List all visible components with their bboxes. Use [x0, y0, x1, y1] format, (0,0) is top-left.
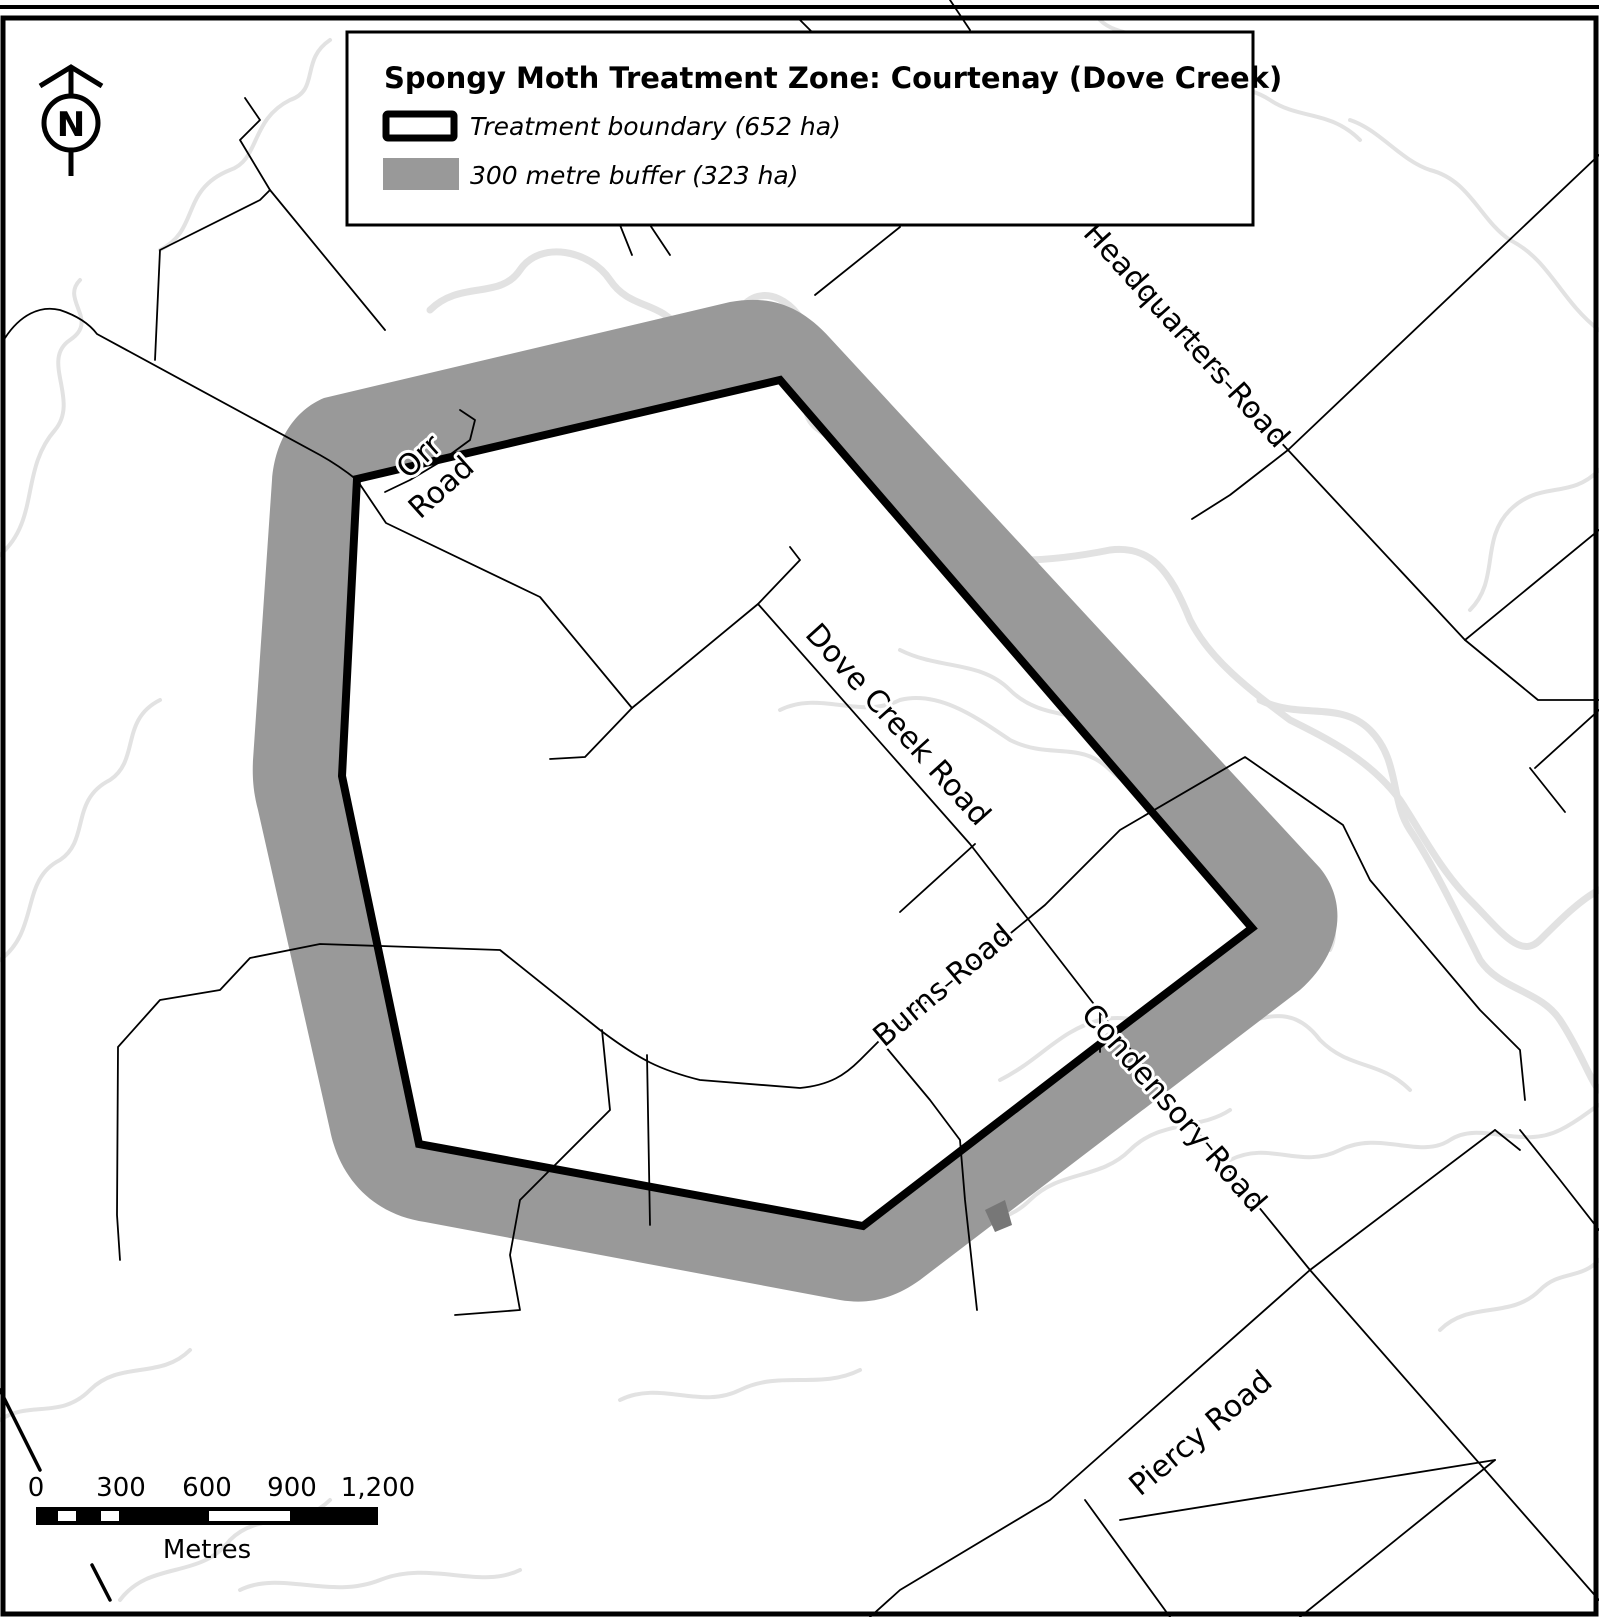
road-line [899, 843, 976, 913]
road-line [1084, 1499, 1171, 1617]
creek-line [1438, 1258, 1599, 1332]
road-line [1519, 1129, 1599, 1231]
road-line [1299, 1459, 1496, 1617]
creek-line [1256, 696, 1599, 1094]
legend-swatch-buffer [383, 158, 459, 190]
scale-tick-label: 1,200 [341, 1473, 415, 1503]
scale-tick-label: 900 [267, 1473, 317, 1503]
scale-bar-segment [58, 1511, 76, 1521]
scale-tick-label: 600 [182, 1473, 232, 1503]
treatment-boundary [337, 375, 1258, 1231]
creek-line [1348, 118, 1599, 332]
road-line [646, 1054, 651, 1226]
road-line [814, 226, 901, 296]
road-line [454, 1029, 611, 1316]
road-line [90, 1563, 112, 1602]
north-arrow-head [38, 64, 104, 89]
buffer-zone [252, 299, 1338, 1302]
road-line [1529, 767, 1566, 813]
legend: Spongy Moth Treatment Zone: Courtenay (D… [345, 30, 1282, 227]
legend-label-boundary: Treatment boundary (652 ha) [470, 112, 841, 141]
road-line [1309, 1129, 1496, 1271]
road-line [1464, 529, 1599, 641]
road-line [0, 1388, 42, 1472]
creek-line [0, 1348, 192, 1422]
road-line [879, 1039, 978, 1311]
map-frame-top-rule [0, 5, 1599, 9]
road-line [116, 943, 881, 1261]
map-frame-border [0, 15, 1599, 1617]
road-line [239, 97, 271, 191]
legend-title: Spongy Moth Treatment Zone: Courtenay (D… [384, 61, 1282, 95]
road-line [1287, 154, 1599, 451]
creek-line [1228, 1103, 1599, 1162]
road-line [619, 224, 633, 256]
scale-tick-label: 0 [28, 1473, 45, 1503]
road-line [879, 756, 1526, 1101]
creek-line [238, 1568, 522, 1592]
road-line [269, 189, 386, 331]
scale-tick-label: 300 [96, 1473, 146, 1503]
scale-unit-label: Metres [163, 1535, 251, 1565]
creek-line [0, 278, 84, 557]
creek-line [1468, 468, 1599, 612]
road-line [631, 546, 801, 709]
legend-box [345, 30, 1255, 227]
road-line [1494, 1129, 1521, 1151]
parcel-shape [985, 1200, 1012, 1232]
legend-label-buffer: 300 metre buffer (323 ha) [470, 161, 799, 190]
road-line [1191, 449, 1289, 520]
scale-bar-segment [101, 1511, 119, 1521]
scale-bar: 0 300 600 900 1,200 Metres [28, 1473, 415, 1565]
map-frame [0, 5, 1599, 1617]
scale-bar-segment [209, 1511, 290, 1521]
road-line [649, 224, 671, 256]
north-arrow-circle [41, 93, 101, 153]
legend-swatch-boundary [382, 110, 458, 142]
road-line [154, 189, 271, 361]
scale-bar-frame [36, 1507, 378, 1525]
creek-line [0, 698, 162, 962]
road-line [384, 409, 476, 493]
road-line [549, 707, 633, 760]
road-line [869, 1269, 1311, 1617]
creek-line [618, 1368, 862, 1402]
road-line [1534, 709, 1599, 769]
road-line [1119, 1459, 1496, 1521]
north-arrow: N [38, 64, 104, 176]
road-line [4, 307, 633, 709]
creek-line [158, 38, 332, 252]
north-arrow-letter: N [57, 105, 85, 145]
